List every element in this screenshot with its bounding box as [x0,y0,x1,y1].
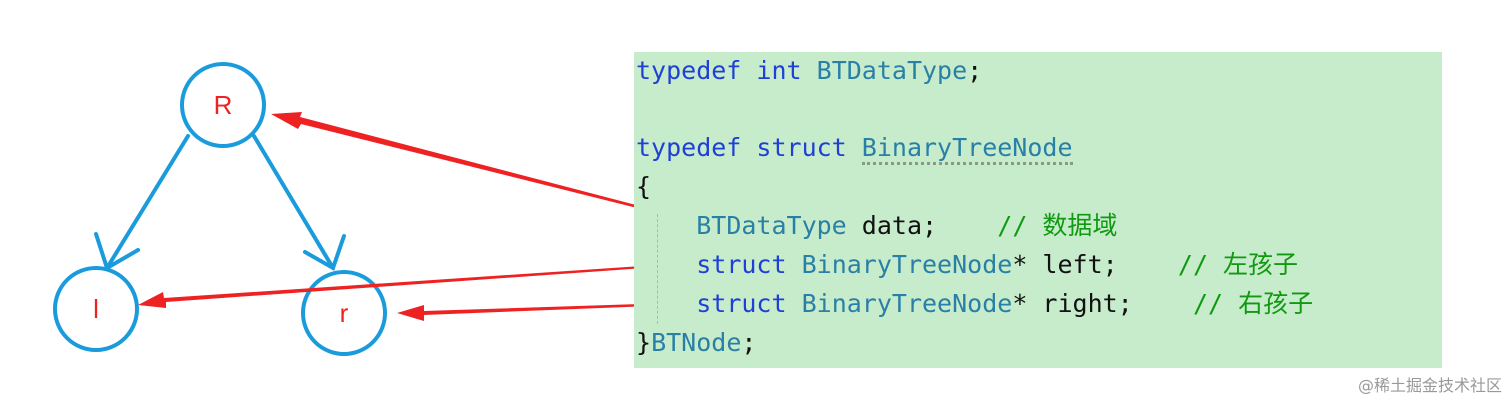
tree-edges [94,134,346,271]
code-line-5: BTDataType data; // 数据域 [636,211,1117,241]
field-left: * left; [1012,250,1118,279]
code-panel [634,52,1442,368]
type-binarytreenode: BinaryTreeNode [801,289,1013,318]
node-root-label: R [214,90,233,120]
code-line-6: struct BinaryTreeNode* left; // 左孩子 [636,250,1298,280]
open-brace: { [636,172,652,201]
indent-guide [657,214,658,324]
keyword-struct: struct [696,289,787,318]
keyword-int: int [756,56,802,85]
punct-semicolon: ; [741,328,757,357]
comment-left-child: // 左孩子 [1177,250,1299,279]
close-brace: } [636,328,652,357]
type-btdatatype: BTDataType [696,211,847,240]
edge-root-right-arrowhead [303,234,346,271]
keyword-typedef: typedef [636,56,742,85]
keyword-struct: struct [756,133,847,162]
type-btnode: BTNode [651,328,742,357]
edge-root-left [105,134,190,270]
watermark: @稀土掘金技术社区 [1357,376,1502,395]
type-binarytreenode: BinaryTreeNode [801,250,1013,279]
field-right: * right; [1012,289,1133,318]
code-line-7: struct BinaryTreeNode* right; // 右孩子 [636,289,1313,319]
arrow-data-to-root [271,112,701,224]
field-data: data; [846,211,938,240]
pointer-arrows [138,112,701,321]
node-root [180,62,266,148]
comment-right-child: // 右孩子 [1192,289,1314,318]
code-line-3: typedef struct BinaryTreeNode [636,133,1073,165]
punct-semicolon: ; [967,56,983,85]
node-left-label: l [93,294,99,324]
edge-root-right [252,134,335,270]
code-line-4: { [636,172,651,202]
keyword-struct: struct [696,250,787,279]
keyword-typedef: typedef [636,133,742,162]
arrow-right-to-right-node [397,302,701,321]
type-btdatatype: BTDataType [816,56,968,85]
node-right [301,270,387,356]
node-left [53,266,139,352]
code-line-8: }BTNode; [636,328,756,358]
comment-data-field: // 数据域 [997,211,1118,240]
code-line-1: typedef int BTDataType; [636,56,982,86]
arrow-left-to-left-node [138,262,701,308]
type-binarytreenode: BinaryTreeNode [861,133,1073,165]
node-right-label: r [340,298,349,328]
